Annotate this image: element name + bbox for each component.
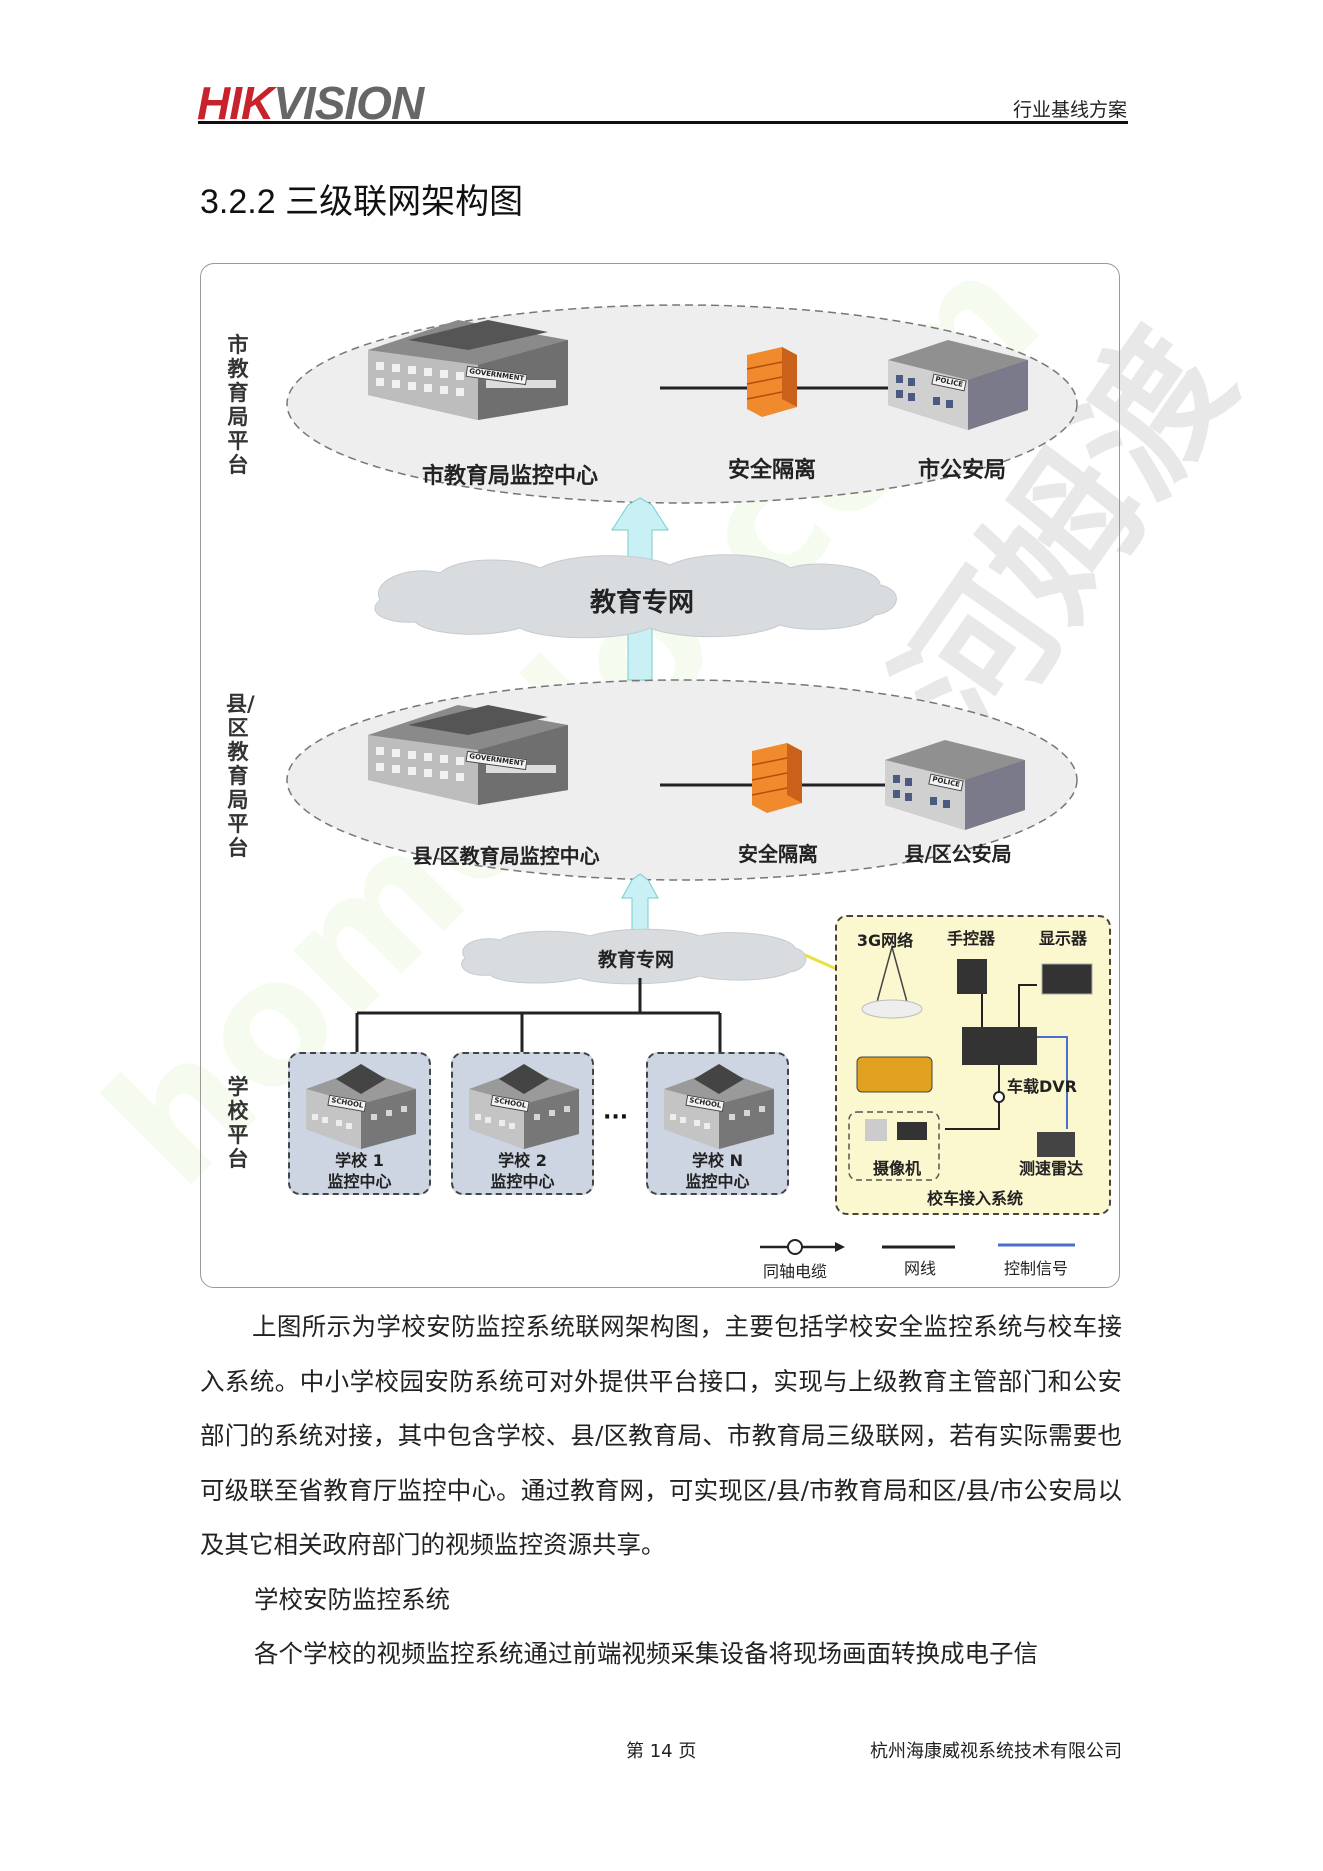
- legend-control-signal: 控制信号: [1003, 1259, 1069, 1278]
- body-paragraph-1: 上图所示为学校安防监控系统联网架构图，主要包括学校安全监控系统与校车接入系统。中…: [200, 1312, 1122, 1559]
- county-firewall-icon: [751, 742, 803, 814]
- dvr-icon: [962, 1027, 1037, 1065]
- page-number: 第 14 页: [626, 1741, 697, 1762]
- tier-label-city: 市教育局平台: [227, 333, 249, 477]
- subheading: 学校安防监控系统: [254, 1585, 450, 1614]
- radar-label: 测速雷达: [1018, 1159, 1084, 1178]
- bus-system-title: 校车接入系统: [926, 1189, 1024, 1208]
- school-uplink-arrow-icon: [621, 873, 659, 936]
- 3g-tower-icon: [861, 944, 923, 1019]
- city-police-label: 市公安局: [917, 458, 1007, 483]
- camera-icon: [865, 1119, 887, 1141]
- school-bus-icon: [856, 1056, 933, 1093]
- city-center-label: 市教育局监控中心: [421, 464, 599, 489]
- 3g-network-label: 3G网络: [856, 931, 914, 950]
- top-network-label: 教育专网: [589, 588, 695, 618]
- body-paragraph-2: 各个学校的视频监控系统通过前端视频采集设备将现场画面转换成电子信: [254, 1639, 1038, 1668]
- radar-icon: [1037, 1132, 1075, 1157]
- legend-network-cable: 网线: [903, 1259, 937, 1278]
- tier-label-school: 学校平台: [227, 1075, 249, 1171]
- top-network-cloud: [374, 554, 897, 639]
- header-divider: [198, 121, 1128, 124]
- schools-ellipsis: ···: [603, 1105, 629, 1130]
- city-firewall-icon: [746, 346, 798, 418]
- bottom-network-cloud: [461, 928, 807, 985]
- school-network-lines: [355, 978, 722, 1052]
- county-police-label: 县/区公安局: [904, 842, 1012, 866]
- legend-coax: 同轴电缆: [762, 1262, 828, 1281]
- dvr-label: 车载DVR: [1007, 1077, 1077, 1096]
- display-label: 显示器: [1038, 929, 1088, 948]
- tier-label-county: 县/区教育局平台: [226, 692, 255, 860]
- controller-label: 手控器: [946, 929, 996, 948]
- county-center-label: 县/区教育局监控中心: [412, 844, 600, 868]
- school-bus-system-box: 3G网络 手控器 显示器 车载DVR 摄像机 测速雷达 校车接入系统: [835, 915, 1111, 1215]
- architecture-diagram: [200, 263, 1120, 1288]
- camera-label: 摄像机: [872, 1159, 922, 1178]
- county-firewall-label: 安全隔离: [738, 842, 818, 866]
- bottom-network-label: 教育专网: [597, 949, 675, 971]
- section-title: 3.2.2 三级联网架构图: [200, 183, 524, 221]
- header-category: 行业基线方案: [1012, 99, 1127, 121]
- controller-icon: [957, 959, 987, 994]
- city-firewall-label: 安全隔离: [727, 458, 817, 483]
- legend-graphics: [760, 1239, 1075, 1255]
- hikvision-logo: HIKVISION: [197, 77, 424, 129]
- diagram-graphics: [286, 304, 1078, 1255]
- display-icon: [1041, 963, 1093, 995]
- company-name: 杭州海康威视系统技术有限公司: [870, 1741, 1122, 1762]
